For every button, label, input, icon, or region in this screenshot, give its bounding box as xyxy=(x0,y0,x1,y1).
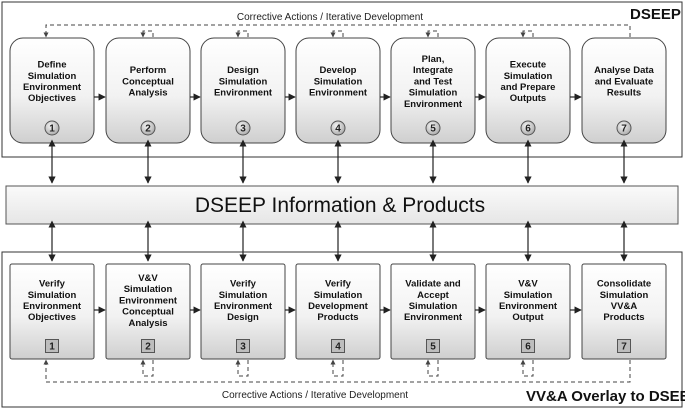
dseep-step-number-badge xyxy=(330,120,346,136)
vva-step-box xyxy=(390,263,476,360)
dseep-step-number-badge xyxy=(140,120,156,136)
dseep-panel xyxy=(1,1,683,158)
dseep-step-number: 5 xyxy=(430,124,436,135)
vva-step-box xyxy=(105,263,191,360)
dseep-feedback-path xyxy=(43,24,631,38)
dseep-feedback-branch xyxy=(520,30,534,38)
vva-step-number-badge xyxy=(617,339,631,353)
dseep-step-number-badge xyxy=(425,120,441,136)
dseep-feedback-branch xyxy=(330,30,344,38)
dseep-step-number-badge xyxy=(235,120,251,136)
information-flow-arrows xyxy=(48,139,628,262)
vva-step-box xyxy=(200,263,286,360)
info-bar xyxy=(5,185,679,225)
vva-step-box xyxy=(9,263,95,360)
vva-step-number: 4 xyxy=(335,342,341,353)
dseep-step-number-badge xyxy=(616,120,632,136)
dseep-step-number: 4 xyxy=(335,124,341,135)
dseep-step-number: 3 xyxy=(240,124,246,135)
info-bar-label: DSEEP Information & Products xyxy=(195,194,485,217)
dseep-step-number: 2 xyxy=(145,124,151,135)
vva-step-number-badge xyxy=(236,339,250,353)
dseep-feedback-loop xyxy=(43,24,631,38)
vva-feedback-path xyxy=(43,359,631,383)
vva-step-number: 1 xyxy=(49,342,55,353)
vva-step-number-badge xyxy=(521,339,535,353)
dseep-step-number: 7 xyxy=(621,124,627,135)
vva-step-number-badge xyxy=(426,339,440,353)
vva-feedback-loop xyxy=(43,359,631,383)
vva-step-box xyxy=(295,263,381,360)
vva-step-box xyxy=(581,263,667,360)
vva-feedback-label: Corrective Actions / Iterative Developme… xyxy=(222,390,408,401)
vva-step-number-badge xyxy=(331,339,345,353)
dseep-title: DSEEP xyxy=(630,6,681,23)
dseep-feedback-branch xyxy=(425,30,439,38)
vva-feedback-branch xyxy=(235,359,249,377)
vva-step-box xyxy=(485,263,571,360)
dseep-feedback-branch xyxy=(140,30,154,38)
vva-step-number: 2 xyxy=(145,342,151,353)
vva-step-number: 6 xyxy=(525,342,531,353)
vva-feedback-branch xyxy=(140,359,154,377)
vva-step-number-badge xyxy=(45,339,59,353)
vva-step-number-badge xyxy=(141,339,155,353)
dseep-step-number: 1 xyxy=(49,124,55,135)
vva-overlay-panel xyxy=(1,251,683,408)
dseep-feedback-label: Corrective Actions / Iterative Developme… xyxy=(237,12,423,23)
vva-step-number: 5 xyxy=(430,342,436,353)
vva-overlay-title: VV&A Overlay to DSEEP xyxy=(526,388,685,405)
vva-feedback-branch xyxy=(520,359,534,377)
dseep-step-number: 6 xyxy=(525,124,531,135)
dseep-feedback-branch xyxy=(235,30,249,38)
dseep-step-number-badge xyxy=(520,120,536,136)
vva-step-number: 7 xyxy=(621,342,627,353)
vva-feedback-branch xyxy=(330,359,344,377)
vva-feedback-branch xyxy=(425,359,439,377)
dseep-step-number-badge xyxy=(44,120,60,136)
vva-step-number: 3 xyxy=(240,342,246,353)
